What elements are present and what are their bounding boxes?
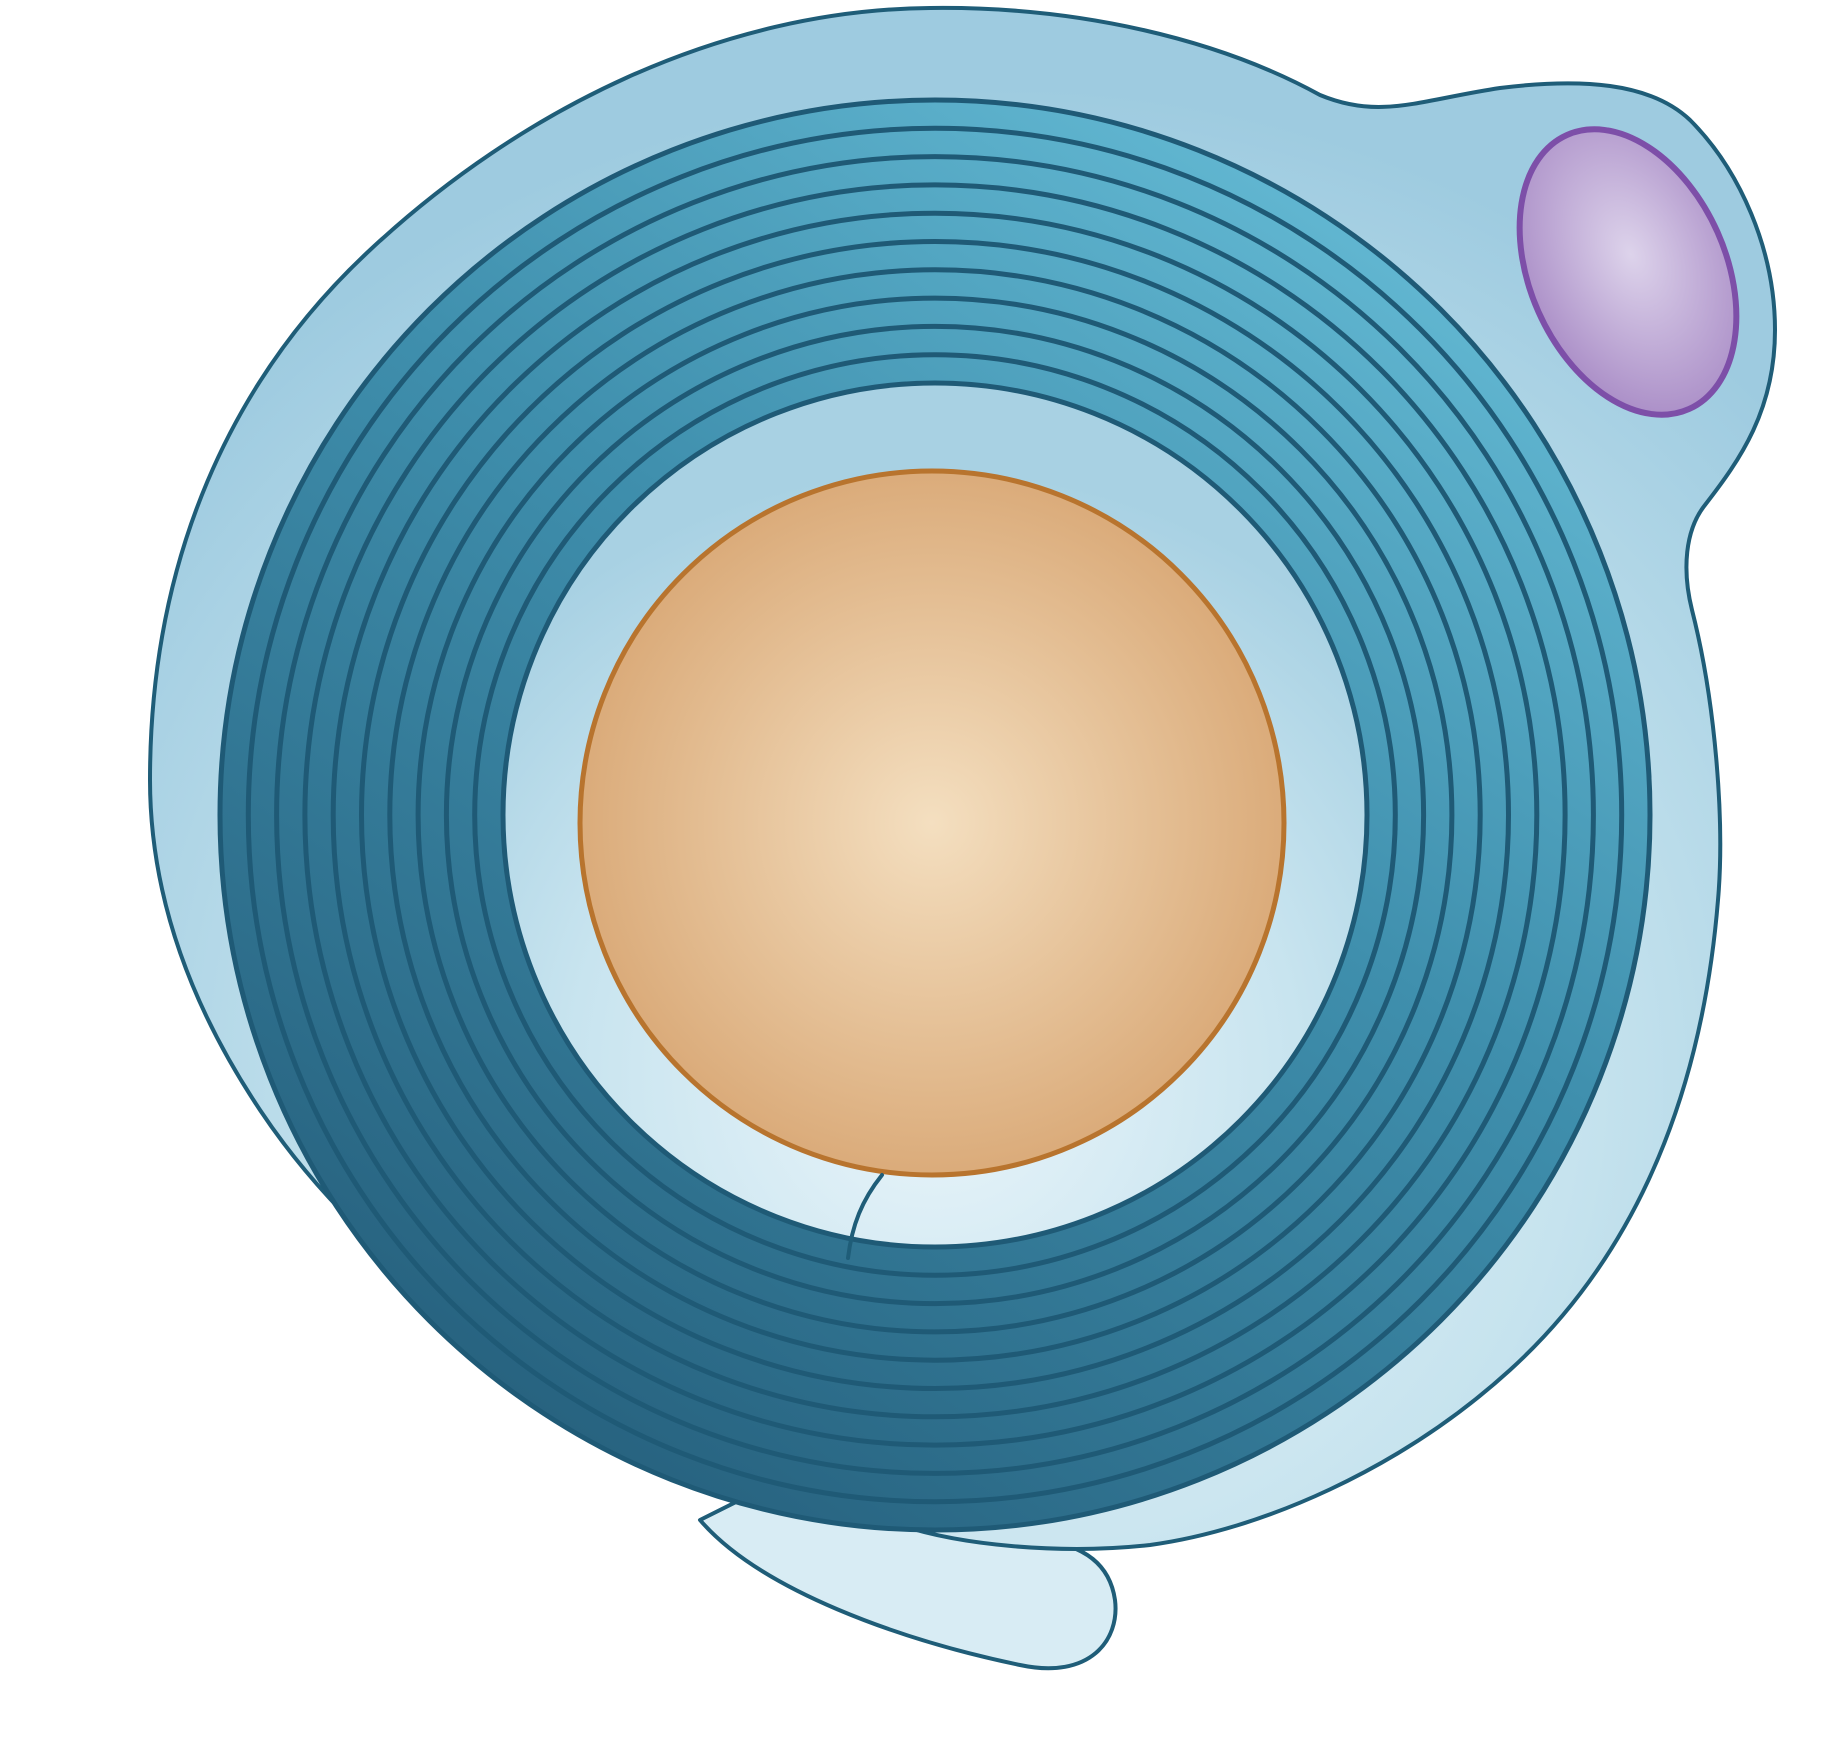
axon [580, 471, 1284, 1175]
